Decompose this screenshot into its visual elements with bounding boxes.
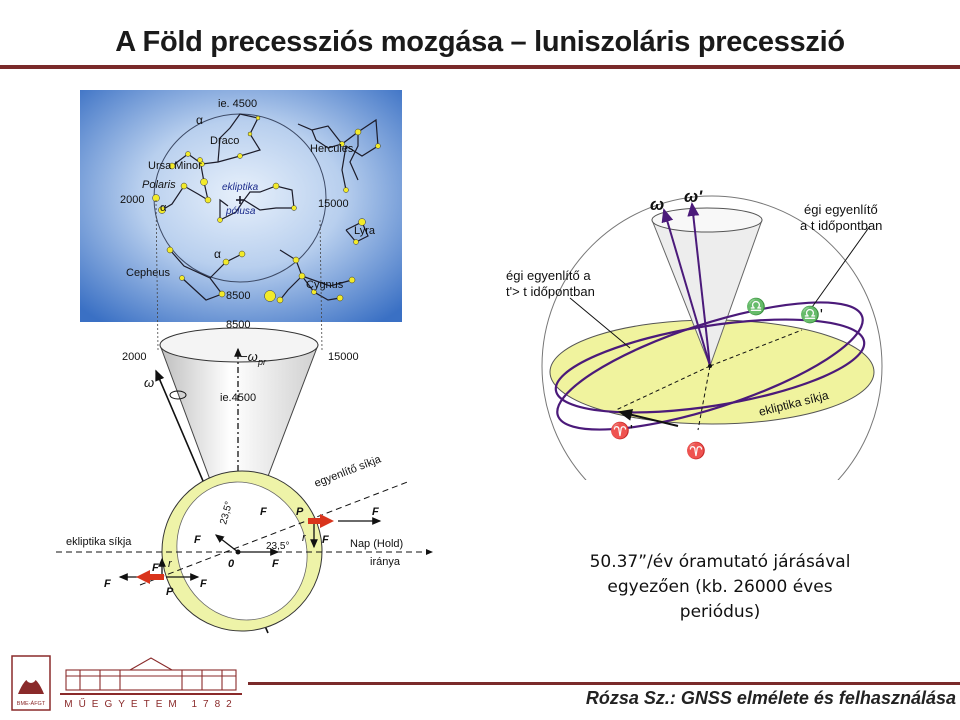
sphere-omega: ω <box>650 195 664 214</box>
precession-cone-diagram: 8500 2000 15000 −ω pr ie.4500 ω egyenlít… <box>56 319 433 634</box>
label-cygnus: Cygnus <box>306 279 344 291</box>
symbol-aries-prime: ♈' <box>610 421 633 440</box>
sky-alpha-cepheus: α <box>214 247 221 261</box>
label-egyenlito-sikja: egyenlítő síkja <box>313 453 384 490</box>
sky-ie4500: ie. 4500 <box>218 98 257 110</box>
label-polaris: Polaris <box>142 179 176 191</box>
label-F0: F <box>272 558 279 570</box>
cone-15000: 15000 <box>328 351 359 363</box>
logo-text: BME-ÁFGT <box>17 700 46 707</box>
label-FK-left: F <box>104 578 111 590</box>
symbol-libra-prime: ♎' <box>800 305 823 324</box>
precession-caption: 50.37”/év óramutató járásával egyezően (… <box>589 552 851 622</box>
cone-2000: 2000 <box>122 351 146 363</box>
label-omega-pr-sub: pr <box>257 357 267 367</box>
angle-23-5-horizontal: 23,5° <box>266 541 289 552</box>
label-cepheus: Cepheus <box>126 267 171 279</box>
label-hercules: Hercules <box>310 143 354 155</box>
footer-divider <box>248 682 960 685</box>
projection-lines <box>155 200 323 351</box>
label-P2: P <box>166 586 174 598</box>
sphere-omega-prime: ω' <box>684 187 703 206</box>
label-lyra: Lyra <box>354 225 376 237</box>
footer-credit: Rózsa Sz.: GNSS elmélete és felhasználás… <box>585 688 956 708</box>
label-FK-top: F <box>260 506 267 518</box>
label-F-left: F <box>152 562 159 574</box>
label-origin-zero: 0 <box>228 558 235 570</box>
celestial-sphere-diagram: ω ω' égi egyenlítő a t időpontban égi eg… <box>506 187 883 480</box>
title-divider <box>0 65 960 69</box>
label-ursa-minor: Ursa Minor <box>148 160 202 172</box>
symbol-libra: ♎ <box>746 297 766 316</box>
label-draco: Draco <box>210 135 239 147</box>
sky-map: ie. 4500 α Draco Hercules Ursa Minor Pol… <box>80 90 402 322</box>
label-polusa: pólusa <box>225 206 256 217</box>
label-omega-axis: ω <box>144 375 154 390</box>
label-r-top: r <box>302 532 307 544</box>
label-P1: P <box>296 506 304 518</box>
bme-logo: BME-ÁFGT <box>11 655 51 711</box>
label-ekliptika-sikja-left: ekliptika síkja <box>66 536 132 548</box>
cone-8500: 8500 <box>226 319 250 331</box>
label-F-top: F <box>322 534 329 546</box>
label-ekliptika: ekliptika <box>222 182 259 193</box>
sky-15000: 15000 <box>318 198 349 210</box>
symbol-aries: ♈ <box>686 441 706 460</box>
label-egi-egyenlito-t: égi egyenlítő <box>804 202 878 217</box>
label-nap-hold: Nap (Hold) <box>350 538 403 550</box>
sky-2000: 2000 <box>120 194 144 206</box>
label-at-idopontban: a t időpontban <box>800 218 882 233</box>
label-r-left: r <box>168 558 173 570</box>
label-FK-mid: F <box>194 534 201 546</box>
sky-alpha-draco: α <box>196 113 203 127</box>
label-t-prime-idopontban: t'> t időpontban <box>506 284 595 299</box>
label-iranya: iránya <box>370 556 401 568</box>
label-egi-egyenlito-a: égi egyenlítő a <box>506 268 591 283</box>
sky-8500: 8500 <box>226 290 250 302</box>
slide-title: A Föld precessziós mozgása – luniszolári… <box>115 26 845 58</box>
sky-alpha-polaris: α <box>160 202 167 214</box>
cone-ie4500: ie.4500 <box>220 392 256 404</box>
university-building: MŰEGYETEM 1782 <box>60 657 242 710</box>
label-F1: F <box>372 506 379 518</box>
university-text: MŰEGYETEM 1782 <box>64 696 237 710</box>
label-omega-pr: −ω <box>240 349 258 364</box>
label-F2: F <box>200 578 207 590</box>
